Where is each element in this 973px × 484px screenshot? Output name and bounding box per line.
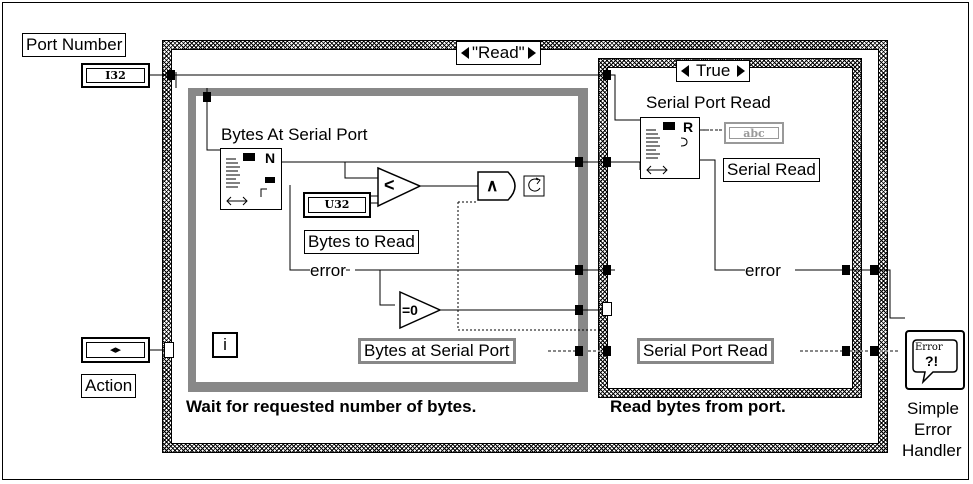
bytes-at-port-node[interactable]: N [220, 148, 282, 210]
error-handler-line2: Error [914, 420, 952, 439]
serial-port-icon: N [226, 150, 275, 206]
error-handler-line3: Handler [902, 441, 962, 460]
caption-read: Read bytes from port. [610, 397, 786, 416]
tunnel [203, 92, 211, 102]
serial-read-type: abc [729, 127, 779, 140]
bytes-to-read-control[interactable]: U32 [303, 192, 371, 218]
error-handler-icon [912, 339, 958, 385]
tunnel [603, 346, 611, 356]
tunnel [575, 265, 583, 275]
inner-case-selector-label: True [696, 61, 731, 80]
tunnel [842, 265, 850, 275]
tunnel [870, 346, 878, 356]
tunnel [603, 157, 611, 167]
iteration-terminal: i [212, 332, 238, 358]
error-icon-mark: ?! [925, 353, 939, 369]
tunnel [842, 346, 850, 356]
outer-case-selector-label: "Read" [472, 43, 525, 62]
serial-port-read-icon: R [646, 119, 693, 175]
svg-text:N: N [265, 150, 275, 166]
equal-zero-symbol: =0 [402, 302, 418, 318]
error-handler-title: Simple [907, 399, 959, 418]
svg-text:R: R [683, 119, 693, 135]
enum-icon: ◂▸ [86, 342, 145, 358]
wire-port-number [150, 74, 640, 121]
port-number-type: I32 [86, 68, 145, 83]
iteration-symbol: i [223, 335, 227, 354]
error-wire-label-right: error [745, 261, 781, 281]
loop-condition-icon [524, 176, 544, 196]
bytes-to-read-type: U32 [308, 197, 366, 213]
serial-port-read-title: Serial Port Read [646, 93, 771, 112]
bytes-at-port-title: Bytes At Serial Port [221, 125, 368, 144]
selector-tunnel [164, 342, 174, 358]
tunnel [575, 157, 583, 167]
tunnel [167, 70, 175, 80]
inner-case-selector[interactable]: True [676, 60, 751, 82]
action-control[interactable]: ◂▸ [81, 337, 150, 363]
serial-read-label: Serial Read [723, 158, 820, 182]
tunnel [603, 70, 611, 80]
while-loop [188, 88, 588, 392]
tunnel [870, 265, 878, 275]
simple-error-handler-node[interactable]: Error ?! [905, 330, 965, 390]
error-icon-text: Error [915, 342, 943, 353]
tunnel [575, 346, 583, 356]
inner-selector-left-arrow-icon[interactable] [681, 65, 689, 77]
loop-condition-tunnel [602, 302, 612, 316]
port-number-control[interactable]: I32 [81, 63, 150, 88]
and-symbol: ∧ [486, 176, 499, 195]
wire-port-to-bytes-at-port [206, 88, 222, 151]
error-wire-label-left: error [310, 261, 346, 281]
serial-port-read-indicator[interactable]: Serial Port Read [637, 338, 774, 364]
less-than-symbol: < [384, 175, 395, 195]
bytes-at-serial-port-indicator[interactable]: Bytes at Serial Port [358, 338, 516, 364]
outer-case-selector[interactable]: "Read" [456, 41, 541, 65]
bytes-to-read-label: Bytes to Read [304, 230, 419, 254]
caption-wait: Wait for requested number of bytes. [186, 397, 477, 416]
tunnel [575, 305, 583, 315]
selector-left-arrow-icon[interactable] [461, 47, 469, 59]
serial-read-terminal[interactable]: abc [724, 122, 784, 144]
inner-selector-right-arrow-icon[interactable] [737, 65, 746, 77]
tunnel [603, 265, 611, 275]
serial-port-read-node[interactable]: R [640, 117, 700, 179]
selector-right-arrow-icon[interactable] [527, 47, 536, 59]
port-number-label: Port Number [22, 33, 127, 57]
action-label: Action [81, 374, 137, 398]
